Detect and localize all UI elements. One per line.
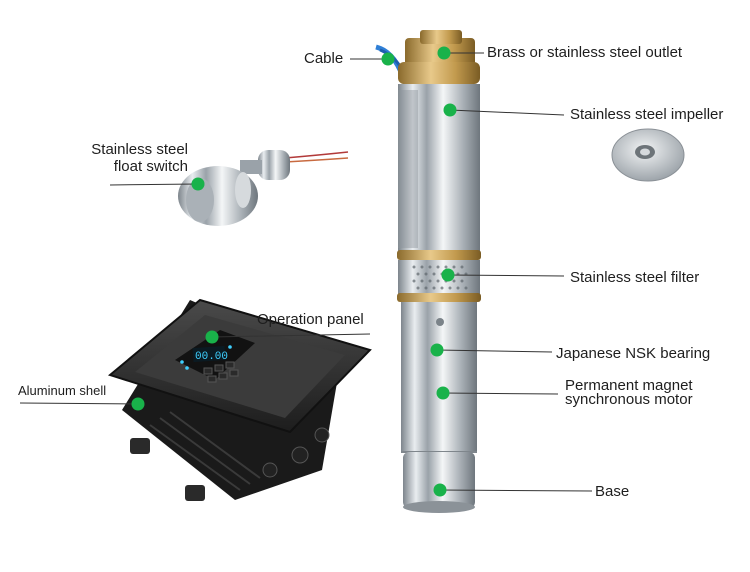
marker-dots [131,46,457,497]
label-bearing: Japanese NSK bearing [556,345,711,362]
marker-impeller [443,103,457,117]
label-float-switch-line2: float switch [113,158,188,175]
float-switch [178,150,349,226]
marker-filter [441,268,455,282]
label-motor: Permanent magnet synchronous motor [565,377,693,408]
label-base: Base [595,483,630,500]
marker-aluminum-shell [131,397,145,411]
label-impeller: Stainless steel impeller [570,106,724,123]
panel-display-readout: 00.00 [195,351,228,363]
submersible-pump [375,30,481,513]
marker-motor [436,386,450,400]
label-outlet: Brass or stainless steel outlet [487,44,683,61]
marker-base [433,483,447,497]
label-float-switch-line1: Stainless steel [91,141,188,158]
label-motor-line1: Permanent magnet [565,377,693,394]
controller-box: 00.00 [107,298,372,501]
label-cable: Cable [304,50,344,67]
motor-body [401,302,477,452]
marker-outlet [437,46,451,60]
marker-cable [381,52,395,66]
marker-operation-panel [205,330,219,344]
label-operation-panel: Operation panel [257,311,364,328]
marker-float-switch [191,177,205,191]
impeller-disc [611,128,685,182]
pump-base [403,452,475,508]
pump-upper-body [398,84,480,252]
marker-bearing [430,343,444,357]
label-float-switch: Stainless steel float switch [82,141,188,175]
filter-mesh [398,260,480,294]
leader-lines [19,52,593,492]
label-motor-line2: synchronous motor [565,391,693,408]
label-aluminum-shell: Aluminum shell [18,383,107,398]
label-filter: Stainless steel filter [570,269,700,286]
